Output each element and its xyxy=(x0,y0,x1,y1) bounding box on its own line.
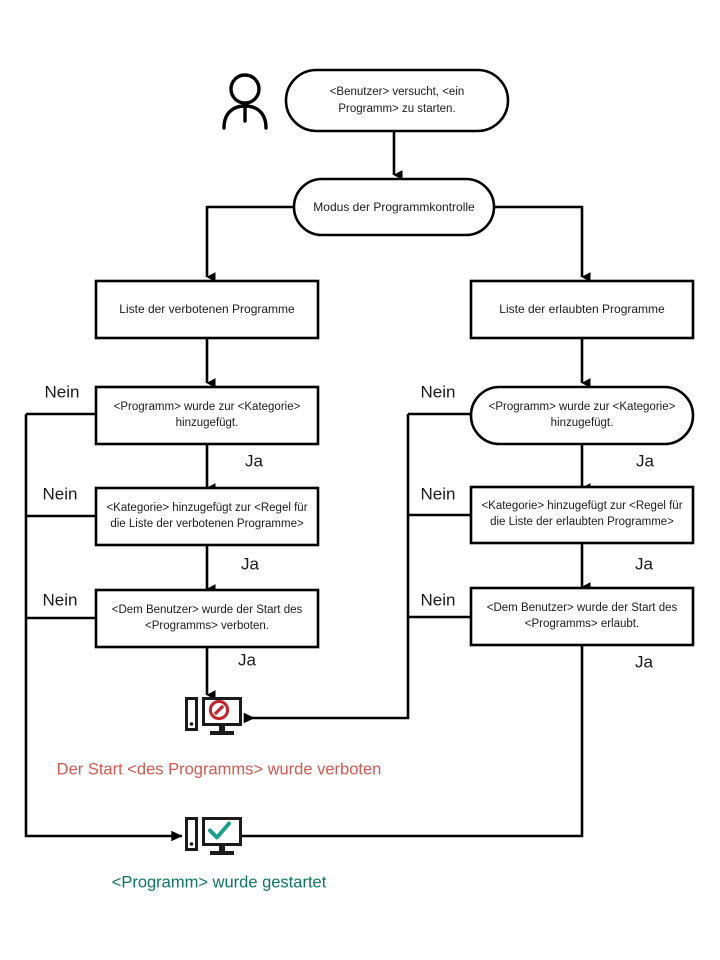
node-allowlist: Liste der erlaubten Programme xyxy=(469,279,695,340)
label-yes-deny-q2: Ja xyxy=(241,554,260,573)
node-allow-q2-line-2: die Liste der erlaubten Programme> xyxy=(490,516,674,528)
node-allowlist-label: Liste der erlaubten Programme xyxy=(499,302,665,316)
label-no-allow-q3: Nein xyxy=(421,590,456,609)
node-denylist-label: Liste der verbotenen Programme xyxy=(119,302,295,316)
node-allow-q1-line-2: hinzugefügt. xyxy=(551,417,614,429)
node-deny-q3-line-2: <Programms> verboten. xyxy=(145,620,269,632)
node-start-line-1: <Benutzer> versucht, <ein xyxy=(330,86,465,98)
node-deny-q2: <Kategorie> hinzugefügt zur <Regel für d… xyxy=(94,486,320,547)
node-deny-q1: <Programm> wurde zur <Kategorie> hinzuge… xyxy=(94,385,320,446)
node-allow-q3: <Dem Benutzer> wurde der Start des <Prog… xyxy=(469,586,695,647)
label-yes-allow-q3: Ja xyxy=(635,652,654,671)
node-deny-q3: <Dem Benutzer> wurde der Start des <Prog… xyxy=(94,588,320,649)
label-no-allow-q2: Nein xyxy=(421,484,456,503)
node-allow-q1: <Programm> wurde zur <Kategorie> hinzuge… xyxy=(469,385,695,446)
node-start-line-2: Programm> zu starten. xyxy=(338,103,455,115)
label-no-deny-q2: Nein xyxy=(43,484,78,503)
node-allow-q3-line-2: <Programms> erlaubt. xyxy=(525,618,639,630)
node-mode: Modus der Programmkontrolle xyxy=(292,177,496,237)
node-denylist: Liste der verbotenen Programme xyxy=(94,279,320,340)
edge-mode-to-allowlist xyxy=(494,205,591,282)
node-mode-label: Modus der Programmkontrolle xyxy=(313,200,475,214)
edge-mode-to-denylist xyxy=(205,205,294,282)
node-deny-q2-line-2: die Liste der verbotenen Programme> xyxy=(110,518,304,530)
edge-allow-q3-to-allowed xyxy=(231,645,584,842)
label-yes-allow-q2: Ja xyxy=(635,554,654,573)
computer-blocked-icon xyxy=(185,697,242,735)
label-no-allow-q1: Nein xyxy=(421,382,456,401)
person-icon xyxy=(222,73,268,130)
label-yes-deny-q3: Ja xyxy=(238,650,257,669)
node-allow-q2-line-1: <Kategorie> hinzugefügt zur <Regel für xyxy=(481,500,682,512)
node-deny-q1-line-2: hinzugefügt. xyxy=(176,417,239,429)
label-no-deny-q3: Nein xyxy=(43,590,78,609)
node-start: <Benutzer> versucht, <ein Programm> zu s… xyxy=(284,68,510,133)
edge-left-no-rail-to-allowed xyxy=(24,414,183,842)
node-allow-q2: <Kategorie> hinzugefügt zur <Regel für d… xyxy=(469,485,695,545)
label-yes-allow-q1: Ja xyxy=(636,451,655,470)
node-allow-q1-line-1: <Programm> wurde zur <Kategorie> xyxy=(489,401,676,413)
node-allow-q3-line-1: <Dem Benutzer> wurde der Start des xyxy=(487,602,678,614)
node-deny-q2-line-1: <Kategorie> hinzugefügt zur <Regel für xyxy=(106,502,307,514)
outcome-denied-label: Der Start <des Programms> wurde verboten xyxy=(57,760,382,778)
label-yes-deny-q1: Ja xyxy=(245,451,264,470)
label-no-deny-q1: Nein xyxy=(45,382,80,401)
computer-allowed-icon xyxy=(185,817,242,855)
node-deny-q3-line-1: <Dem Benutzer> wurde der Start des xyxy=(112,604,303,616)
outcome-allowed-label: <Programm> wurde gestartet xyxy=(112,873,327,891)
node-deny-q1-line-1: <Programm> wurde zur <Kategorie> xyxy=(114,401,301,413)
edge-right-no-rail-to-blocked xyxy=(243,414,410,724)
